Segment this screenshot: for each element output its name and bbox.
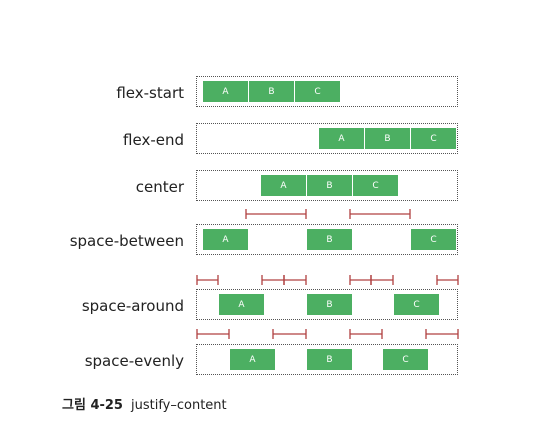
flex-item: A: [203, 81, 248, 102]
container-center: A B C: [196, 170, 458, 201]
row-label-flex-start: flex-start: [116, 84, 184, 102]
flex-item: B: [249, 81, 294, 102]
container-space-around: A B C: [196, 289, 458, 320]
flex-item: C: [353, 175, 398, 196]
container-space-evenly: A B C: [196, 344, 458, 375]
flex-item: C: [383, 349, 428, 370]
row-label-center: center: [135, 178, 184, 196]
row-label-flex-end: flex-end: [123, 131, 184, 149]
row-label-space-between: space-between: [69, 232, 184, 250]
figure-caption-text: justify–content: [130, 398, 227, 413]
spacing-bracket: [436, 275, 459, 285]
flex-item: C: [295, 81, 340, 102]
flex-item: A: [203, 229, 248, 250]
spacing-bracket: [261, 275, 285, 285]
container-flex-start: A B C: [196, 76, 458, 107]
spacing-bracket: [196, 329, 230, 339]
spacing-bracket: [245, 209, 307, 219]
container-space-between: A B C: [196, 224, 458, 255]
flex-item: C: [394, 294, 439, 315]
flex-item: A: [319, 128, 364, 149]
flex-item: B: [365, 128, 410, 149]
spacing-bracket: [425, 329, 459, 339]
flex-item: C: [411, 128, 456, 149]
flex-item: A: [230, 349, 275, 370]
figure-number: 그림 4-25: [62, 398, 123, 413]
spacing-bracket: [349, 329, 383, 339]
row-label-space-evenly: space-evenly: [84, 352, 184, 370]
flex-item: A: [219, 294, 264, 315]
spacing-bracket: [349, 275, 372, 285]
flex-item: A: [261, 175, 306, 196]
flex-item: B: [307, 294, 352, 315]
spacing-bracket: [283, 275, 307, 285]
container-flex-end: A B C: [196, 123, 458, 154]
row-label-space-around: space-around: [81, 297, 184, 315]
spacing-bracket: [196, 275, 219, 285]
flex-item: B: [307, 229, 352, 250]
figure-caption: 그림 4-25 justify–content: [62, 394, 227, 413]
flex-item: C: [411, 229, 456, 250]
spacing-bracket: [349, 209, 411, 219]
spacing-bracket: [370, 275, 394, 285]
flex-item: B: [307, 175, 352, 196]
spacing-bracket: [272, 329, 307, 339]
flex-item: B: [307, 349, 352, 370]
